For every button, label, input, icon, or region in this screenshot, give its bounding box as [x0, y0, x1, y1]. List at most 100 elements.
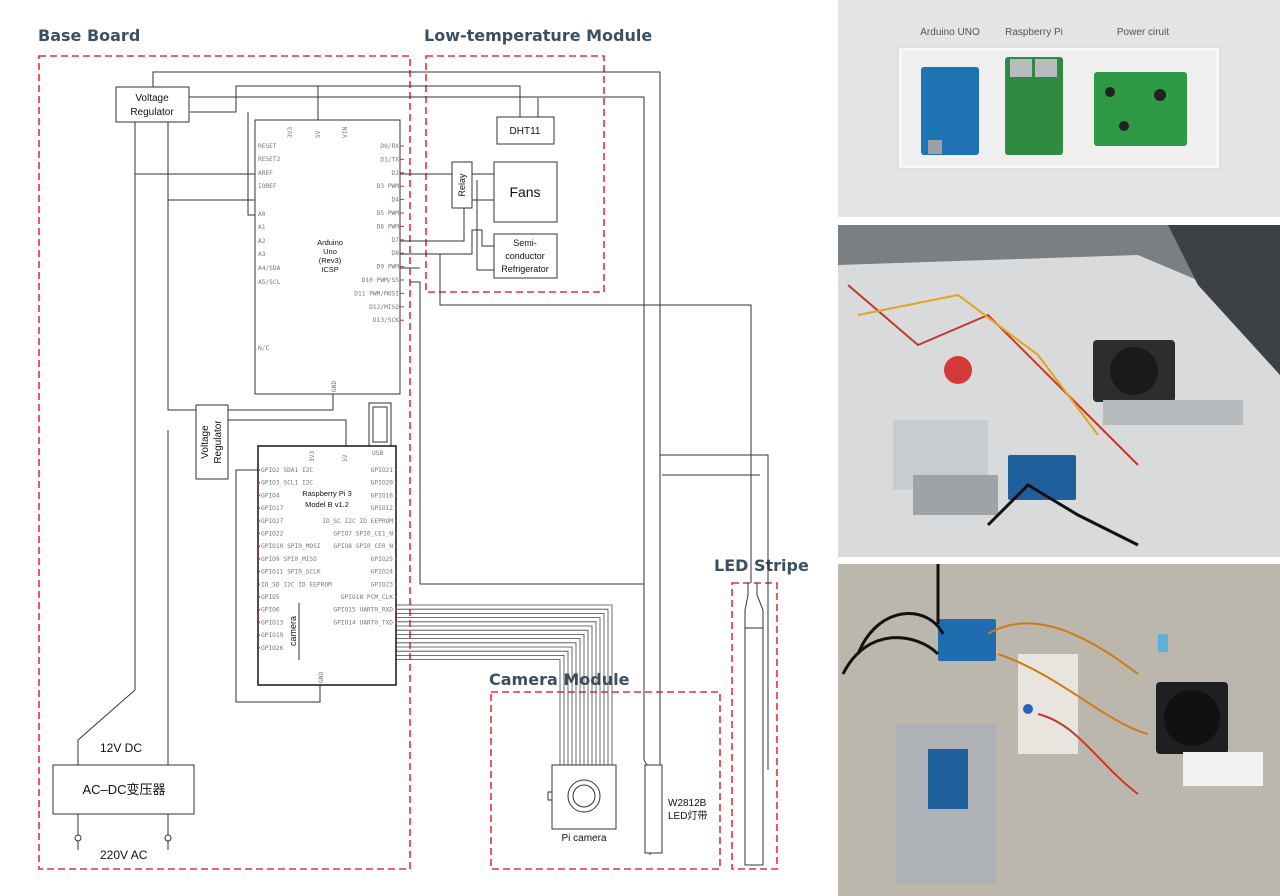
- arduino-right-pin: D7: [392, 237, 400, 244]
- photo-top-view: [838, 564, 1280, 896]
- pi-left-pin: GPIO17: [261, 505, 284, 512]
- fans: Fans: [493, 161, 558, 223]
- svg-text:W2812B: W2812B: [668, 798, 707, 809]
- arduino-left-pin: A5/SCL: [258, 279, 281, 286]
- pi-right-pin: GPIO14 UART0_TXD: [333, 619, 393, 626]
- arduino-right-pin: D4: [392, 197, 400, 204]
- arduino-right-pin: D8: [392, 250, 400, 257]
- pi-left-pin: GPIO26: [261, 645, 284, 652]
- arduino-right-pin: D12/MISO: [369, 304, 399, 311]
- svg-text:Refrigerator: Refrigerator: [501, 264, 549, 274]
- pi-left-pin: GPIO22: [261, 531, 284, 538]
- pi-left-pin: GPIO6: [261, 607, 280, 614]
- pi-right-pin: GPIO23: [371, 581, 394, 588]
- arduino-left-pin: RESET2: [258, 156, 281, 163]
- pi-camera: Pi camera: [547, 764, 617, 844]
- dht11-sensor: DHT11: [496, 116, 555, 145]
- raspberry-pi-board: 3V3 5V USB GPIO2 SDA1 I2C GPIO3 SCL1 I2C GPI…: [257, 445, 397, 686]
- voltage-regulator-2: Voltage Regulator: [195, 404, 229, 480]
- svg-text:conductor: conductor: [505, 251, 545, 261]
- dc-voltage-label: 12V DC: [100, 741, 142, 755]
- pi-right-pin: GPIO7 SPI0_CE1_N: [333, 531, 393, 538]
- wires: [77, 71, 769, 865]
- pi-right-pin: GPIO20: [371, 480, 394, 487]
- pi-left-pin: GPIO27: [261, 518, 284, 525]
- arduino-right-pin: D9 PWM: [377, 264, 400, 271]
- pi-left-pin: GPIO5: [261, 594, 280, 601]
- arduino-left-pin: A3: [258, 251, 266, 258]
- arduino-top-pin: VIN: [342, 127, 349, 138]
- pi-left-pin: GPIO10 SPI0_MOSI: [261, 543, 321, 550]
- camera-module-border: [490, 691, 721, 870]
- pi-right-pin: GPIO15 UART0_RXD: [333, 607, 393, 614]
- pi-top-pin: 3V3: [309, 451, 316, 462]
- ac-dc-transformer: AC–DC变压器: [52, 764, 195, 842]
- semiconductor-refrigerator: Semi- conductor Refrigerator: [493, 233, 558, 279]
- svg-text:Arduino: Arduino: [317, 238, 343, 247]
- svg-text:AC–DC变压器: AC–DC变压器: [82, 782, 165, 797]
- arduino-right-pin: D1/TX: [380, 156, 399, 163]
- wiring-diagram: Base Board Low-temperature Module Camera…: [38, 26, 809, 870]
- pi-right-pin: GPIO16: [371, 492, 394, 499]
- svg-text:Uno: Uno: [323, 247, 337, 256]
- pi-right-pin: GPIO25: [371, 556, 394, 563]
- arduino-left-pin: AREF: [258, 170, 273, 177]
- pi-gnd-pin: GND: [318, 672, 325, 683]
- ac-voltage-label: 220V AC: [100, 848, 148, 862]
- arduino-left-pin: RESET: [258, 143, 277, 150]
- arduino-right-pin: D3 PWM: [377, 183, 400, 190]
- pi-right-pin: GPIO21: [371, 467, 394, 474]
- photo-desk-prototype: [838, 225, 1280, 557]
- relay: Relay: [451, 161, 473, 209]
- led-stripe-border: [731, 582, 778, 870]
- arduino-left-pin: A1: [258, 224, 266, 231]
- pi-left-pin: GPIO13: [261, 619, 284, 626]
- arduino-left-pin: A0: [258, 211, 266, 218]
- pi-left-pin: GPIO11 SPI0_SCLK: [261, 569, 321, 576]
- svg-text:Regulator: Regulator: [130, 107, 174, 118]
- voltage-regulator-1: Voltage Regulator: [115, 86, 190, 123]
- arduino-right-pin: D13/SCK: [373, 317, 399, 324]
- svg-text:LED灯带: LED灯带: [668, 810, 707, 822]
- pi-right-pin: GPIO18 PCM_CLK: [341, 594, 393, 601]
- arduino-right-pin: D0/RX: [380, 143, 399, 150]
- pi-right-pin: GPIO24: [371, 569, 394, 576]
- raspberry-photo-label: Raspberry Pi: [1005, 27, 1063, 38]
- svg-text:Regulator: Regulator: [213, 420, 224, 464]
- pi-right-pin: ID_SC I2C ID EEPROM: [322, 518, 393, 525]
- svg-text:(Rev3): (Rev3): [319, 256, 342, 265]
- pi-left-pin: ID_SD I2C ID EEPROM: [261, 581, 332, 588]
- svg-text:camera: camera: [288, 616, 298, 646]
- pi-top-pin: USB: [372, 450, 383, 457]
- arduino-gnd-pin: GND: [331, 381, 338, 392]
- led-stripe-title: LED Stripe: [714, 556, 809, 575]
- arduino-right-pin: D6 PWM: [377, 223, 400, 230]
- svg-text:Voltage: Voltage: [135, 93, 169, 104]
- low-temp-title: Low-temperature Module: [424, 26, 652, 45]
- svg-text:Model B v1.2: Model B v1.2: [305, 500, 349, 509]
- arduino-right-pin: D11 PWM/MOSI: [354, 290, 399, 297]
- pi-left-pin: GPIO9 SPI0_MISO: [261, 556, 317, 563]
- arduino-right-pin: D2: [392, 170, 400, 177]
- pi-left-pin: GPIO2 SDA1 I2C: [261, 467, 313, 474]
- camera-module-title: Camera Module: [489, 670, 630, 689]
- arduino-left-pin: IOREF: [258, 183, 277, 190]
- arduino-top-pin: 3V3: [287, 127, 294, 138]
- arduino-right-pin: D5 PWM: [377, 210, 400, 217]
- arduino-left-pin: A2: [258, 238, 266, 245]
- svg-text:Pi camera: Pi camera: [561, 833, 606, 844]
- pi-left-pin: GPIO3 SCL1 I2C: [261, 480, 313, 487]
- pi-left-pin: GPIO19: [261, 632, 284, 639]
- base-board-border: [38, 55, 411, 870]
- svg-text:Fans: Fans: [509, 184, 540, 200]
- power-photo-label: Power ciruit: [1117, 27, 1169, 38]
- svg-text:ICSP: ICSP: [321, 265, 339, 274]
- arduino-left-pin: N/C: [258, 345, 269, 352]
- pi-top-pin: 5V: [342, 454, 349, 462]
- arduino-right-pin: D10 PWM/SS: [362, 277, 400, 284]
- base-board-title: Base Board: [38, 26, 140, 45]
- pi-right-pin: GPIO8 SPI0_CE0_N: [333, 543, 393, 550]
- svg-text:Raspberry Pi 3: Raspberry Pi 3: [302, 489, 352, 498]
- pi-left-pin: GPIO4: [261, 492, 280, 499]
